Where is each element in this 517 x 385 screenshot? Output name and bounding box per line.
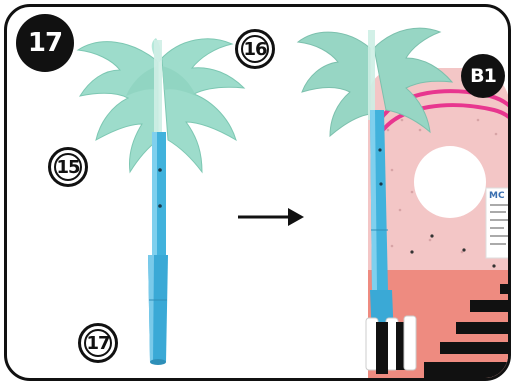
part-label-trunk: 15 bbox=[48, 147, 88, 187]
instruction-panel: 17 16 15 17 B1 MC bbox=[4, 4, 511, 381]
sign-heading: MC bbox=[489, 191, 505, 201]
step-number-badge: 17 bbox=[16, 14, 74, 72]
part-label-base: 17 bbox=[78, 323, 118, 363]
trunk-clip bbox=[366, 316, 416, 374]
base-b1-badge: B1 bbox=[461, 54, 505, 98]
part-label-fronds: 16 bbox=[235, 29, 275, 69]
right-arrow-icon bbox=[238, 208, 304, 226]
